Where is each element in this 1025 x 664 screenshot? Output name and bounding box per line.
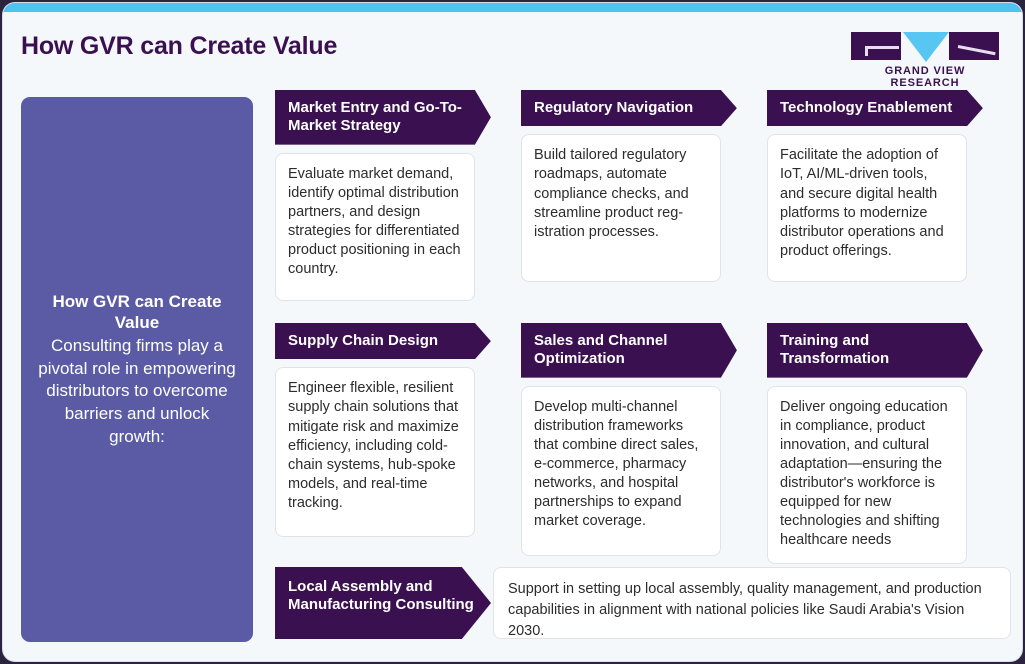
card-local-assembly: Local Assembly and Manufacturing Consult… [275, 567, 1011, 639]
logo-wordmark: GRAND VIEW RESEARCH [884, 65, 966, 89]
card-regulatory-navigation: Regulatory Navigation Build tailored reg… [521, 90, 737, 283]
card-local-assembly-title: Local Assembly and Manufacturing Consult… [288, 578, 474, 614]
logo-v-icon [903, 32, 949, 62]
header: How GVR can Create Value GRAND VIEW RESE… [3, 12, 1022, 90]
intro-panel-body: Consulting firms play a pivotal role in … [38, 336, 236, 446]
content-area: How GVR can Create Value Consulting firm… [3, 90, 1022, 661]
card-technology-enablement-title: Technology Enablement [780, 99, 953, 116]
card-sales-channel: Sales and Channel Optimization Develop m… [521, 323, 737, 556]
card-training-transformation: Training and Transformation Deliver ongo… [767, 323, 983, 564]
card-supply-chain-header: Supply Chain Design [275, 323, 491, 360]
card-market-entry-title: Market Entry and Go-To-Market Strategy [288, 99, 462, 135]
logo-r-icon [949, 32, 999, 60]
card-training-transformation-title: Training and Transformation [780, 332, 890, 368]
card-regulatory-navigation-body: Build tailored regulatory roadmaps, auto… [521, 134, 721, 283]
card-market-entry: Market Entry and Go-To-Market Strategy E… [275, 90, 491, 301]
card-local-assembly-body: Support in setting up local assembly, qu… [493, 567, 1011, 639]
card-regulatory-navigation-header: Regulatory Navigation [521, 90, 737, 127]
card-sales-channel-body: Develop multi-channel distribution frame… [521, 385, 721, 556]
column-1: Market Entry and Go-To-Market Strategy E… [275, 90, 491, 538]
card-market-entry-header: Market Entry and Go-To-Market Strategy [275, 90, 491, 145]
intro-panel: How GVR can Create Value Consulting firm… [21, 97, 253, 642]
chevron-banner-shape [521, 323, 737, 378]
logo-marks [849, 29, 1001, 62]
chevron-banner-shape [275, 567, 491, 639]
chevron-banner-shape [767, 90, 983, 127]
card-sales-channel-header: Sales and Channel Optimization [521, 323, 737, 378]
card-technology-enablement: Technology Enablement Facilitate the ado… [767, 90, 983, 283]
logo-g-icon [851, 32, 901, 60]
grand-view-research-logo: GRAND VIEW RESEARCH [849, 29, 1001, 89]
card-training-transformation-body: Deliver ongoing education in compliance,… [767, 385, 967, 564]
card-supply-chain-title: Supply Chain Design [288, 332, 439, 349]
card-market-entry-body: Evaluate market demand, identify optimal… [275, 152, 475, 301]
card-technology-enablement-body: Facilitate the adoption of IoT, AI/ML-dr… [767, 134, 967, 283]
page-title: How GVR can Create Value [21, 32, 338, 60]
chevron-banner-shape [275, 90, 491, 145]
chevron-banner-shape [767, 323, 983, 378]
card-technology-enablement-header: Technology Enablement [767, 90, 983, 127]
card-training-transformation-header: Training and Transformation [767, 323, 983, 378]
card-sales-channel-title: Sales and Channel Optimization [534, 332, 668, 368]
card-local-assembly-header: Local Assembly and Manufacturing Consult… [275, 567, 491, 639]
intro-panel-title: How GVR can Create Value [52, 291, 222, 332]
infographic-canvas: How GVR can Create Value GRAND VIEW RESE… [3, 3, 1022, 661]
card-supply-chain-body: Engineer flexible, resilient supply chai… [275, 367, 475, 538]
chevron-banner-shape [521, 90, 737, 127]
column-3: Technology Enablement Facilitate the ado… [767, 90, 983, 564]
column-2: Regulatory Navigation Build tailored reg… [521, 90, 737, 556]
chevron-banner-shape [275, 323, 491, 360]
card-regulatory-navigation-title: Regulatory Navigation [534, 99, 694, 116]
card-supply-chain: Supply Chain Design Engineer flexible, r… [275, 323, 491, 538]
top-accent-bar [3, 3, 1022, 12]
